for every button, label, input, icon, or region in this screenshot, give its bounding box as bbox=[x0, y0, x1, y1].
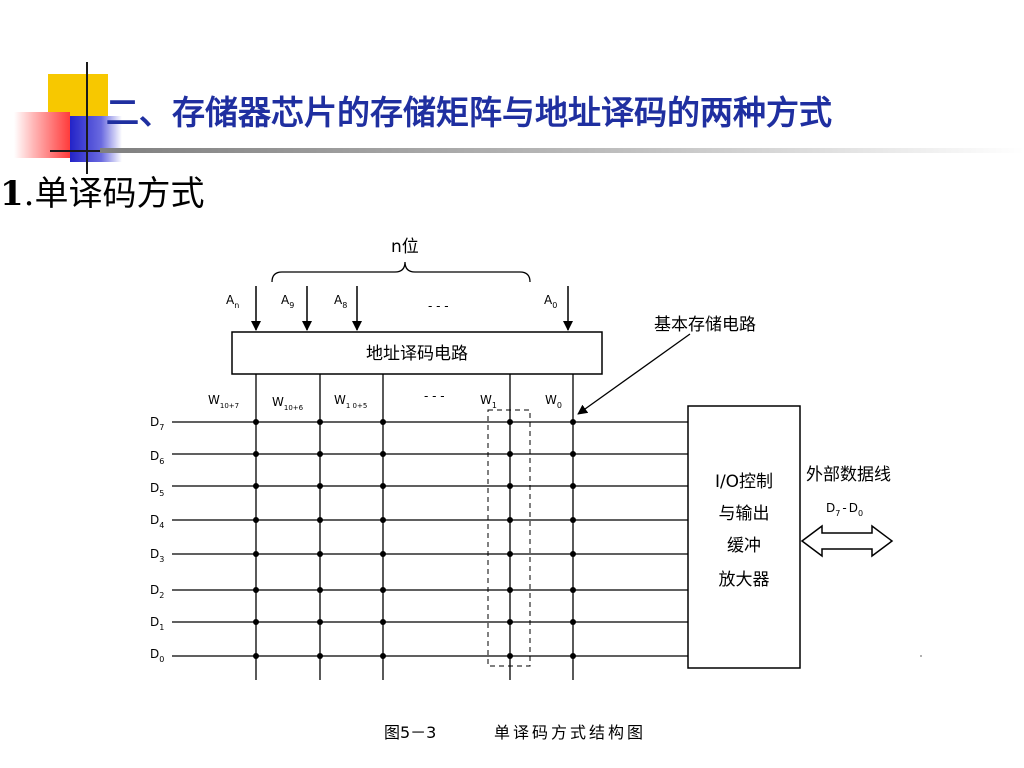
storage-cell-node-d6-w1 bbox=[507, 451, 513, 457]
storage-cell-node-d4-w7 bbox=[253, 517, 259, 523]
slide-title: 二、存储器芯片的存储矩阵与地址译码的两种方式 bbox=[106, 93, 832, 132]
storage-cell-node-d6-w0 bbox=[570, 451, 576, 457]
address-decoder-box bbox=[231, 331, 603, 375]
data-line-label-d4: D4 bbox=[150, 513, 164, 530]
data-line-label-d2: D2 bbox=[150, 583, 164, 600]
section-number: 1 bbox=[0, 174, 24, 214]
storage-cell-node-d7-w1 bbox=[507, 419, 513, 425]
storage-cell-node-d5-w6 bbox=[317, 483, 323, 489]
io-control-block bbox=[687, 405, 801, 669]
address-label-a8: A8 bbox=[334, 293, 347, 310]
storage-cell-node-d5-w5 bbox=[380, 483, 386, 489]
section-heading: 1.单译码方式 bbox=[0, 166, 204, 215]
data-line-label-d6: D6 bbox=[150, 449, 164, 466]
storage-cell-node-d3-w5 bbox=[380, 551, 386, 557]
storage-cell-node-d2-w7 bbox=[253, 587, 259, 593]
storage-cell-node-d4-w5 bbox=[380, 517, 386, 523]
address-input-labels: An A9 A8 - - - A0 bbox=[226, 293, 557, 313]
storage-cell-callout-label: 基本存储电路 bbox=[654, 315, 756, 335]
decor-vertical-line bbox=[86, 62, 88, 174]
storage-cell-node-d0-w0 bbox=[570, 653, 576, 659]
data-line-label-d0: D0 bbox=[150, 647, 164, 664]
storage-cell-node-d0-w6 bbox=[317, 653, 323, 659]
storage-cell-node-d0-w1 bbox=[507, 653, 513, 659]
section-title: 单译码方式 bbox=[34, 174, 205, 214]
storage-cell-node-d5-w7 bbox=[253, 483, 259, 489]
storage-cell-node-d4-w6 bbox=[317, 517, 323, 523]
storage-matrix-grid bbox=[172, 374, 688, 680]
storage-cell-node-d1-w6 bbox=[317, 619, 323, 625]
word-line-label-w1: W1 bbox=[480, 393, 497, 410]
storage-cell-node-d3-w1 bbox=[507, 551, 513, 557]
storage-cell-node-d6-w6 bbox=[317, 451, 323, 457]
word-line-labels: W10+7 W10+6 W1 0+5 - - - W1 W0 bbox=[208, 389, 562, 412]
io-block-line-2: 与输出 bbox=[719, 504, 770, 524]
storage-cell-node-d3-w6 bbox=[317, 551, 323, 557]
word-line-label-w7: W10+7 bbox=[208, 393, 239, 410]
io-block-line-4: 放大器 bbox=[719, 570, 770, 590]
storage-cell-node-d6-w7 bbox=[253, 451, 259, 457]
storage-cell-node-d5-w1 bbox=[507, 483, 513, 489]
word-line-label-w6: W10+6 bbox=[272, 395, 304, 412]
section-separator: . bbox=[23, 174, 35, 214]
figure-caption-title: 单译码方式结构图 bbox=[494, 723, 646, 742]
storage-cell-node-d2-w6 bbox=[317, 587, 323, 593]
storage-cell-node-d1-w5 bbox=[380, 619, 386, 625]
storage-cell-node-d3-w0 bbox=[570, 551, 576, 557]
storage-cell-node-d5-w0 bbox=[570, 483, 576, 489]
word-line-label-ellipsis: - - - bbox=[424, 389, 445, 403]
address-label-ellipsis: - - - bbox=[428, 299, 449, 313]
word-line-label-w0: W0 bbox=[545, 393, 562, 410]
external-bus-double-arrow bbox=[800, 524, 894, 558]
address-input-arrows bbox=[251, 286, 573, 331]
data-line-label-d3: D3 bbox=[150, 547, 164, 564]
selected-word-column-box bbox=[487, 409, 531, 667]
address-label-an: An bbox=[226, 293, 239, 310]
address-label-a9: A9 bbox=[281, 293, 294, 310]
io-block-line-1: I/O控制 bbox=[715, 472, 773, 492]
storage-cell-node-d2-w1 bbox=[507, 587, 513, 593]
data-line-label-d5: D5 bbox=[150, 481, 164, 498]
title-underline bbox=[100, 148, 1024, 153]
storage-cell-node-d7-w5 bbox=[380, 419, 386, 425]
storage-cell-node-d2-w0 bbox=[570, 587, 576, 593]
storage-cell-node-d1-w0 bbox=[570, 619, 576, 625]
storage-cell-node-d1-w1 bbox=[507, 619, 513, 625]
storage-cell-node-d3-w7 bbox=[253, 551, 259, 557]
figure-caption-number: 图5－3 bbox=[384, 723, 436, 742]
storage-cell-node-d4-w0 bbox=[570, 517, 576, 523]
storage-cell-node-d2-w5 bbox=[380, 587, 386, 593]
data-line-label-d7: D7 bbox=[150, 415, 164, 432]
storage-cell-node-d4-w1 bbox=[507, 517, 513, 523]
stray-dot bbox=[920, 655, 922, 657]
storage-cell-node-d1-w7 bbox=[253, 619, 259, 625]
n-bits-brace bbox=[271, 261, 531, 283]
address-decoder-label: 地址译码电路 bbox=[366, 344, 468, 364]
storage-cell-node-d7-w6 bbox=[317, 419, 323, 425]
storage-cell-node-d7-w7 bbox=[253, 419, 259, 425]
storage-cell-node-d0-w5 bbox=[380, 653, 386, 659]
storage-cell-callout-arrow bbox=[577, 333, 691, 415]
storage-cell-node-d7-w0 bbox=[570, 419, 576, 425]
data-line-labels: D7 D6 D5 D4 D3 D2 D1 D0 bbox=[150, 415, 164, 664]
n-bits-label: n位 bbox=[391, 237, 419, 257]
external-bus-label: 外部数据线 bbox=[806, 465, 891, 485]
io-block-line-3: 缓冲 bbox=[727, 536, 761, 556]
external-bus-range: D7-D0 bbox=[826, 501, 863, 518]
storage-cell-node-d0-w7 bbox=[253, 653, 259, 659]
address-label-a0: A0 bbox=[544, 293, 557, 310]
storage-cell-node-d6-w5 bbox=[380, 451, 386, 457]
decor-blue-square bbox=[70, 116, 122, 162]
data-line-label-d1: D1 bbox=[150, 615, 164, 632]
word-line-label-w5: W1 0+5 bbox=[334, 393, 367, 410]
